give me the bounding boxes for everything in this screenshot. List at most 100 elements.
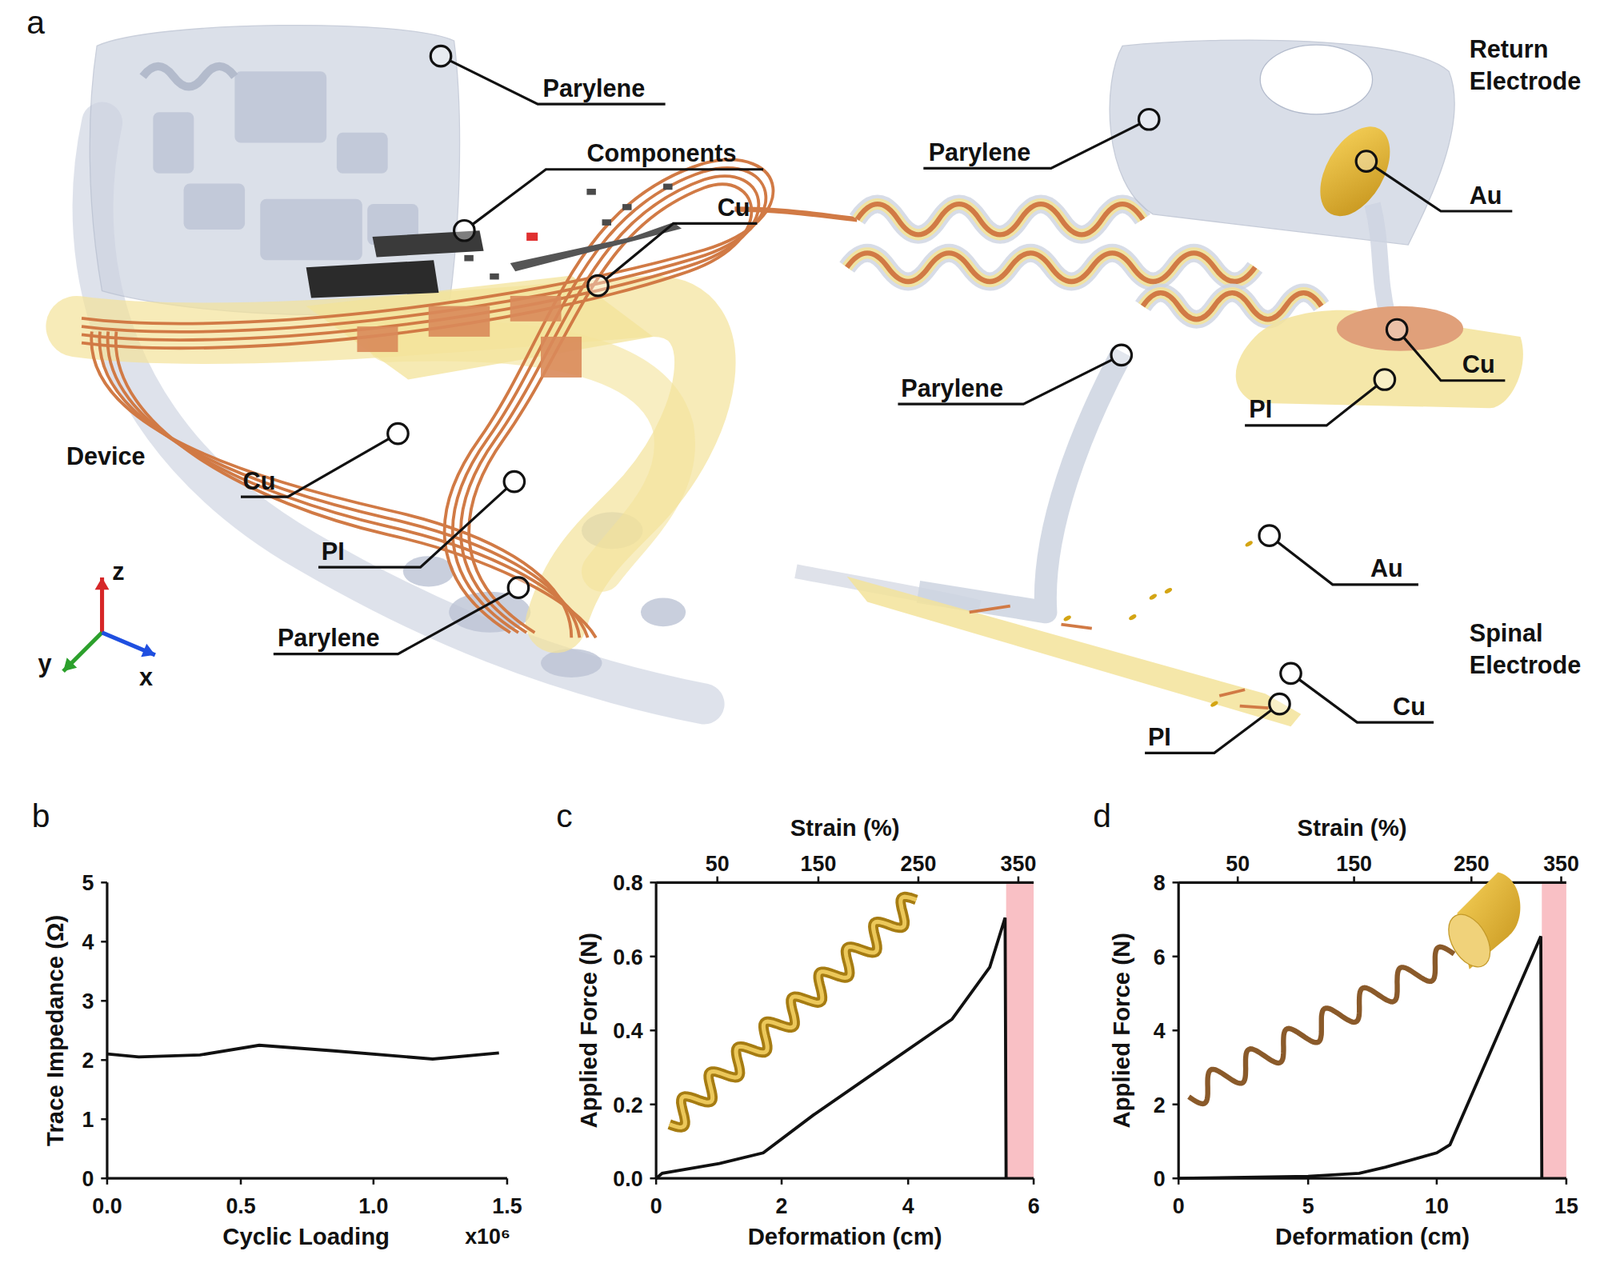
tick-label: 2 bbox=[81, 1047, 94, 1073]
tick-label: 3 bbox=[81, 988, 94, 1014]
callout-label: Au bbox=[1370, 554, 1404, 584]
leader-line bbox=[1299, 679, 1434, 723]
strip-hole bbox=[1072, 520, 1080, 528]
failure-band bbox=[1541, 882, 1567, 1179]
leader-dot bbox=[1138, 108, 1160, 130]
tick-label: 0.5 bbox=[225, 1193, 256, 1220]
y-axis-arrow bbox=[63, 632, 102, 672]
gold-contact bbox=[1148, 592, 1158, 601]
leader-line bbox=[318, 488, 507, 568]
leader-dot bbox=[1259, 525, 1280, 547]
tick-mark bbox=[1565, 1178, 1568, 1185]
tick-label: 6 bbox=[1028, 1193, 1040, 1220]
copper-coil bbox=[99, 332, 580, 639]
gold-contact bbox=[1209, 700, 1219, 708]
tick-label: 4 bbox=[81, 928, 94, 955]
leader-line bbox=[897, 360, 1112, 405]
serpentine-parylene bbox=[856, 204, 1143, 235]
small-component bbox=[586, 188, 596, 196]
serpentine-copper bbox=[847, 252, 1256, 282]
parylene-cutout bbox=[540, 648, 603, 678]
tick-mark bbox=[1352, 876, 1356, 884]
tick-label: 1.0 bbox=[358, 1193, 388, 1220]
tick-label: 0.4 bbox=[612, 1017, 643, 1044]
gold-contact bbox=[1244, 540, 1254, 548]
leader-dot bbox=[1280, 663, 1302, 684]
leader-line bbox=[1144, 710, 1272, 754]
copper-coil bbox=[108, 332, 588, 639]
small-component bbox=[602, 219, 612, 226]
gold-contact bbox=[1164, 587, 1173, 596]
copper-coil bbox=[81, 184, 752, 632]
small-component bbox=[489, 273, 499, 280]
serpentine-specimen bbox=[1188, 947, 1455, 1104]
tick-label: 2 bbox=[776, 1193, 788, 1220]
tick-label: x10⁶ bbox=[464, 1224, 511, 1250]
tick-label: 0 bbox=[81, 1165, 94, 1192]
callout-label: Parylene bbox=[928, 138, 1032, 168]
callout-label: PI bbox=[321, 537, 345, 568]
gold-electrode bbox=[1305, 114, 1404, 228]
leader-line bbox=[923, 124, 1140, 169]
callout-label: Parylene bbox=[277, 624, 380, 654]
tick-mark bbox=[649, 1029, 656, 1032]
panel-letter: a bbox=[26, 3, 45, 43]
callout-label: Cu bbox=[1392, 692, 1426, 723]
tick-mark bbox=[917, 876, 920, 884]
axis-title: Strain (%) bbox=[1297, 814, 1408, 843]
tick-label: 350 bbox=[1000, 850, 1037, 876]
tick-label: 250 bbox=[1453, 850, 1490, 876]
tick-label: 0.8 bbox=[612, 869, 643, 896]
force-curve bbox=[1178, 936, 1542, 1179]
tick-mark bbox=[1436, 1178, 1439, 1185]
strip-hole bbox=[1096, 435, 1104, 443]
cuff-specimen-face bbox=[1440, 907, 1499, 975]
parylene-cuff bbox=[92, 122, 704, 704]
callout-label: Parylene bbox=[900, 374, 1004, 404]
parylene-cutout bbox=[336, 132, 388, 174]
tick-mark bbox=[780, 1178, 784, 1185]
copper-lead bbox=[734, 208, 857, 220]
gold-helix bbox=[669, 896, 917, 1128]
tick-mark bbox=[100, 1000, 108, 1003]
panel-letter: c bbox=[556, 796, 572, 836]
serpentine-pi bbox=[847, 252, 1256, 282]
tick-mark bbox=[649, 1177, 656, 1180]
tick-label: 250 bbox=[900, 850, 937, 876]
leader-line bbox=[605, 223, 757, 280]
leader-dot bbox=[504, 471, 525, 492]
serpentine-copper bbox=[856, 204, 1143, 235]
callout-label: Components bbox=[586, 139, 736, 169]
callout-label: Parylene bbox=[543, 74, 646, 104]
tick-label: 1.5 bbox=[492, 1193, 522, 1220]
tick-mark bbox=[1032, 1178, 1036, 1185]
tick-mark bbox=[240, 1178, 243, 1185]
axis-title: Cyclic Loading bbox=[222, 1224, 390, 1252]
axis-title: Strain (%) bbox=[790, 814, 900, 843]
parylene-cutout bbox=[234, 71, 327, 143]
leader-dot bbox=[1111, 344, 1132, 366]
axis-letter: x bbox=[139, 663, 153, 693]
tick-mark bbox=[1172, 1103, 1180, 1106]
chip bbox=[306, 260, 440, 298]
leader-line bbox=[1403, 337, 1505, 381]
y-axis-arrow-head bbox=[63, 657, 77, 672]
leader-line bbox=[449, 60, 665, 104]
tick-label: 10 bbox=[1424, 1193, 1449, 1220]
leader-line bbox=[1244, 385, 1377, 425]
axis-title: Trace Impedance (Ω) bbox=[42, 915, 71, 1147]
callout-label: Cu bbox=[243, 467, 276, 497]
tick-mark bbox=[1172, 1177, 1180, 1180]
tick-label: 5 bbox=[81, 869, 94, 896]
parylene-serpentine bbox=[143, 66, 236, 88]
tick-mark bbox=[1470, 876, 1473, 884]
callout-label: Cu bbox=[1462, 350, 1496, 380]
copper-trace bbox=[1219, 689, 1245, 696]
electrode-title: Spinal Electrode bbox=[1469, 616, 1595, 681]
strip-hole bbox=[1078, 492, 1086, 500]
tick-mark bbox=[100, 1059, 108, 1062]
leader-dot bbox=[1386, 319, 1408, 340]
tick-label: 4 bbox=[902, 1193, 915, 1220]
leader-dot bbox=[1374, 369, 1396, 391]
